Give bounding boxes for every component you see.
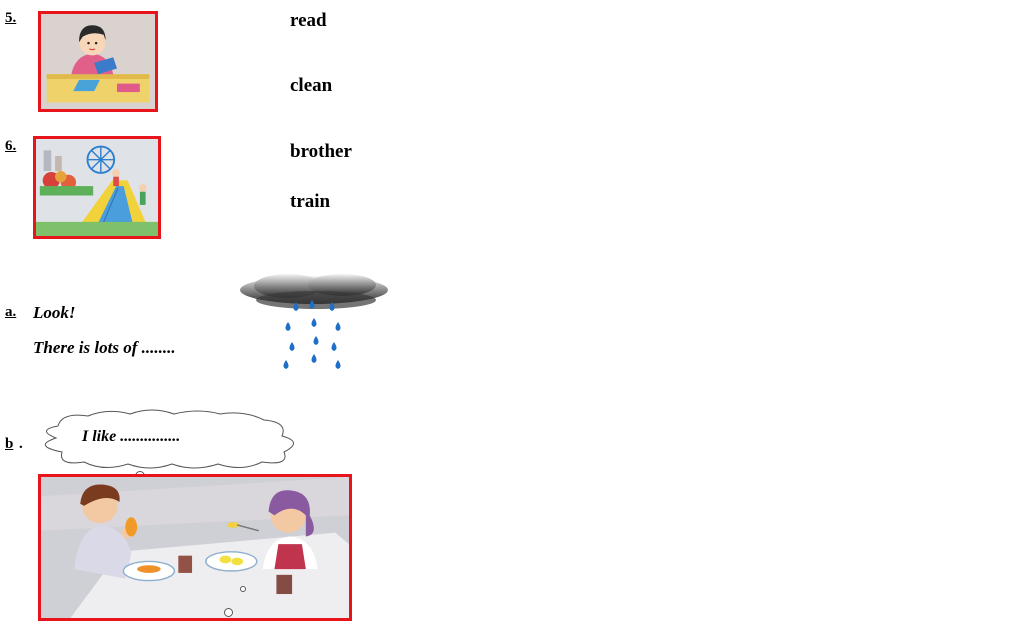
bubble-text: I like ............... xyxy=(82,428,181,445)
part-b-label: b xyxy=(5,436,13,453)
part-b-suffix: . xyxy=(19,436,23,452)
item-number-6: 6. xyxy=(5,138,17,154)
part-a-line2: There is lots of ........ xyxy=(33,338,176,357)
item-number-5: 5. xyxy=(5,10,17,26)
word-brother: brother xyxy=(290,141,352,162)
part-a-label: a. xyxy=(5,304,17,320)
part-b-letter: b xyxy=(5,436,14,452)
picture-handle-bottom xyxy=(224,608,233,617)
part-a-line1: Look! xyxy=(33,303,76,322)
word-train: train xyxy=(290,191,331,212)
picture-handle-inner xyxy=(240,586,246,592)
thought-bubble xyxy=(32,408,304,480)
kids-eating-picture xyxy=(38,474,352,621)
word-clean: clean xyxy=(290,75,333,96)
word-read: read xyxy=(290,10,327,31)
playground-picture xyxy=(33,136,161,239)
girl-reading-picture xyxy=(38,11,158,112)
rain-cloud-icon xyxy=(238,270,390,378)
